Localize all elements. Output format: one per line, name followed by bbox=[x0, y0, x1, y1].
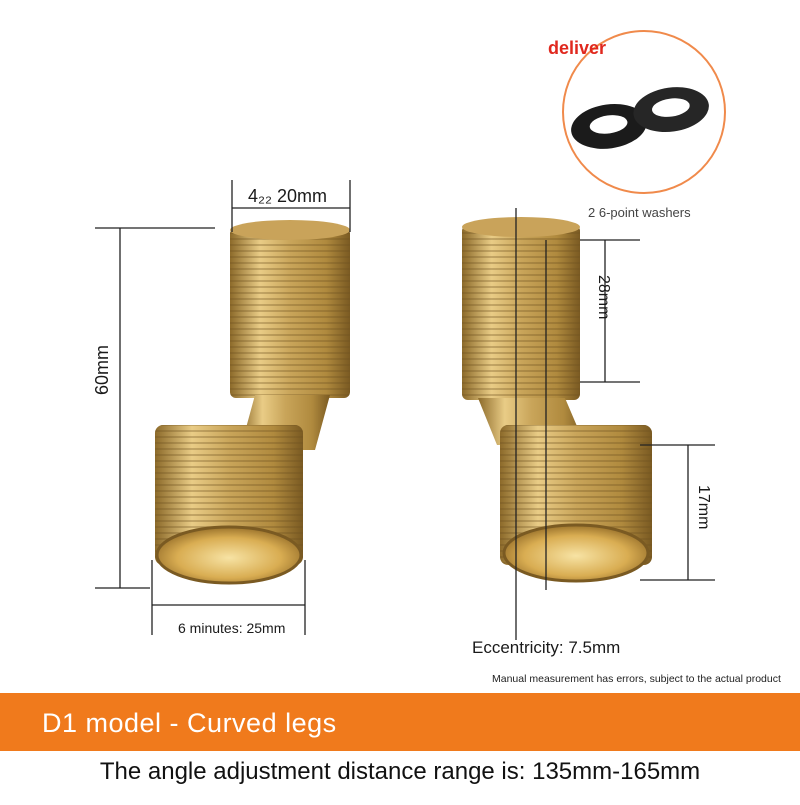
measurement-disclaimer: Manual measurement has errors, subject t… bbox=[492, 673, 781, 685]
dim-top-left-width: 4₂₂ 20mm bbox=[248, 186, 327, 206]
washer-callout-graphic bbox=[571, 87, 709, 149]
washer-note: 2 6-point washers bbox=[588, 205, 691, 220]
model-banner bbox=[0, 693, 800, 751]
range-text: The angle adjustment distance range is: … bbox=[99, 758, 701, 785]
dim-bottom-left-width: 6 minutes: 25mm bbox=[178, 620, 286, 636]
dimension-lines bbox=[95, 180, 715, 640]
banner-title: D1 model - Curved legs bbox=[42, 708, 337, 738]
right-bore bbox=[504, 525, 648, 581]
left-fitting bbox=[155, 220, 350, 585]
callout-title: deliver bbox=[548, 38, 607, 58]
left-bore bbox=[157, 527, 301, 583]
dim-top-right-height: 28mm bbox=[595, 275, 612, 320]
dim-eccentricity: Eccentricity: 7.5mm bbox=[472, 638, 621, 657]
dim-total-height: 60mm bbox=[92, 344, 112, 395]
dim-bottom-right-height: 17mm bbox=[695, 485, 712, 530]
right-fitting bbox=[462, 217, 652, 583]
